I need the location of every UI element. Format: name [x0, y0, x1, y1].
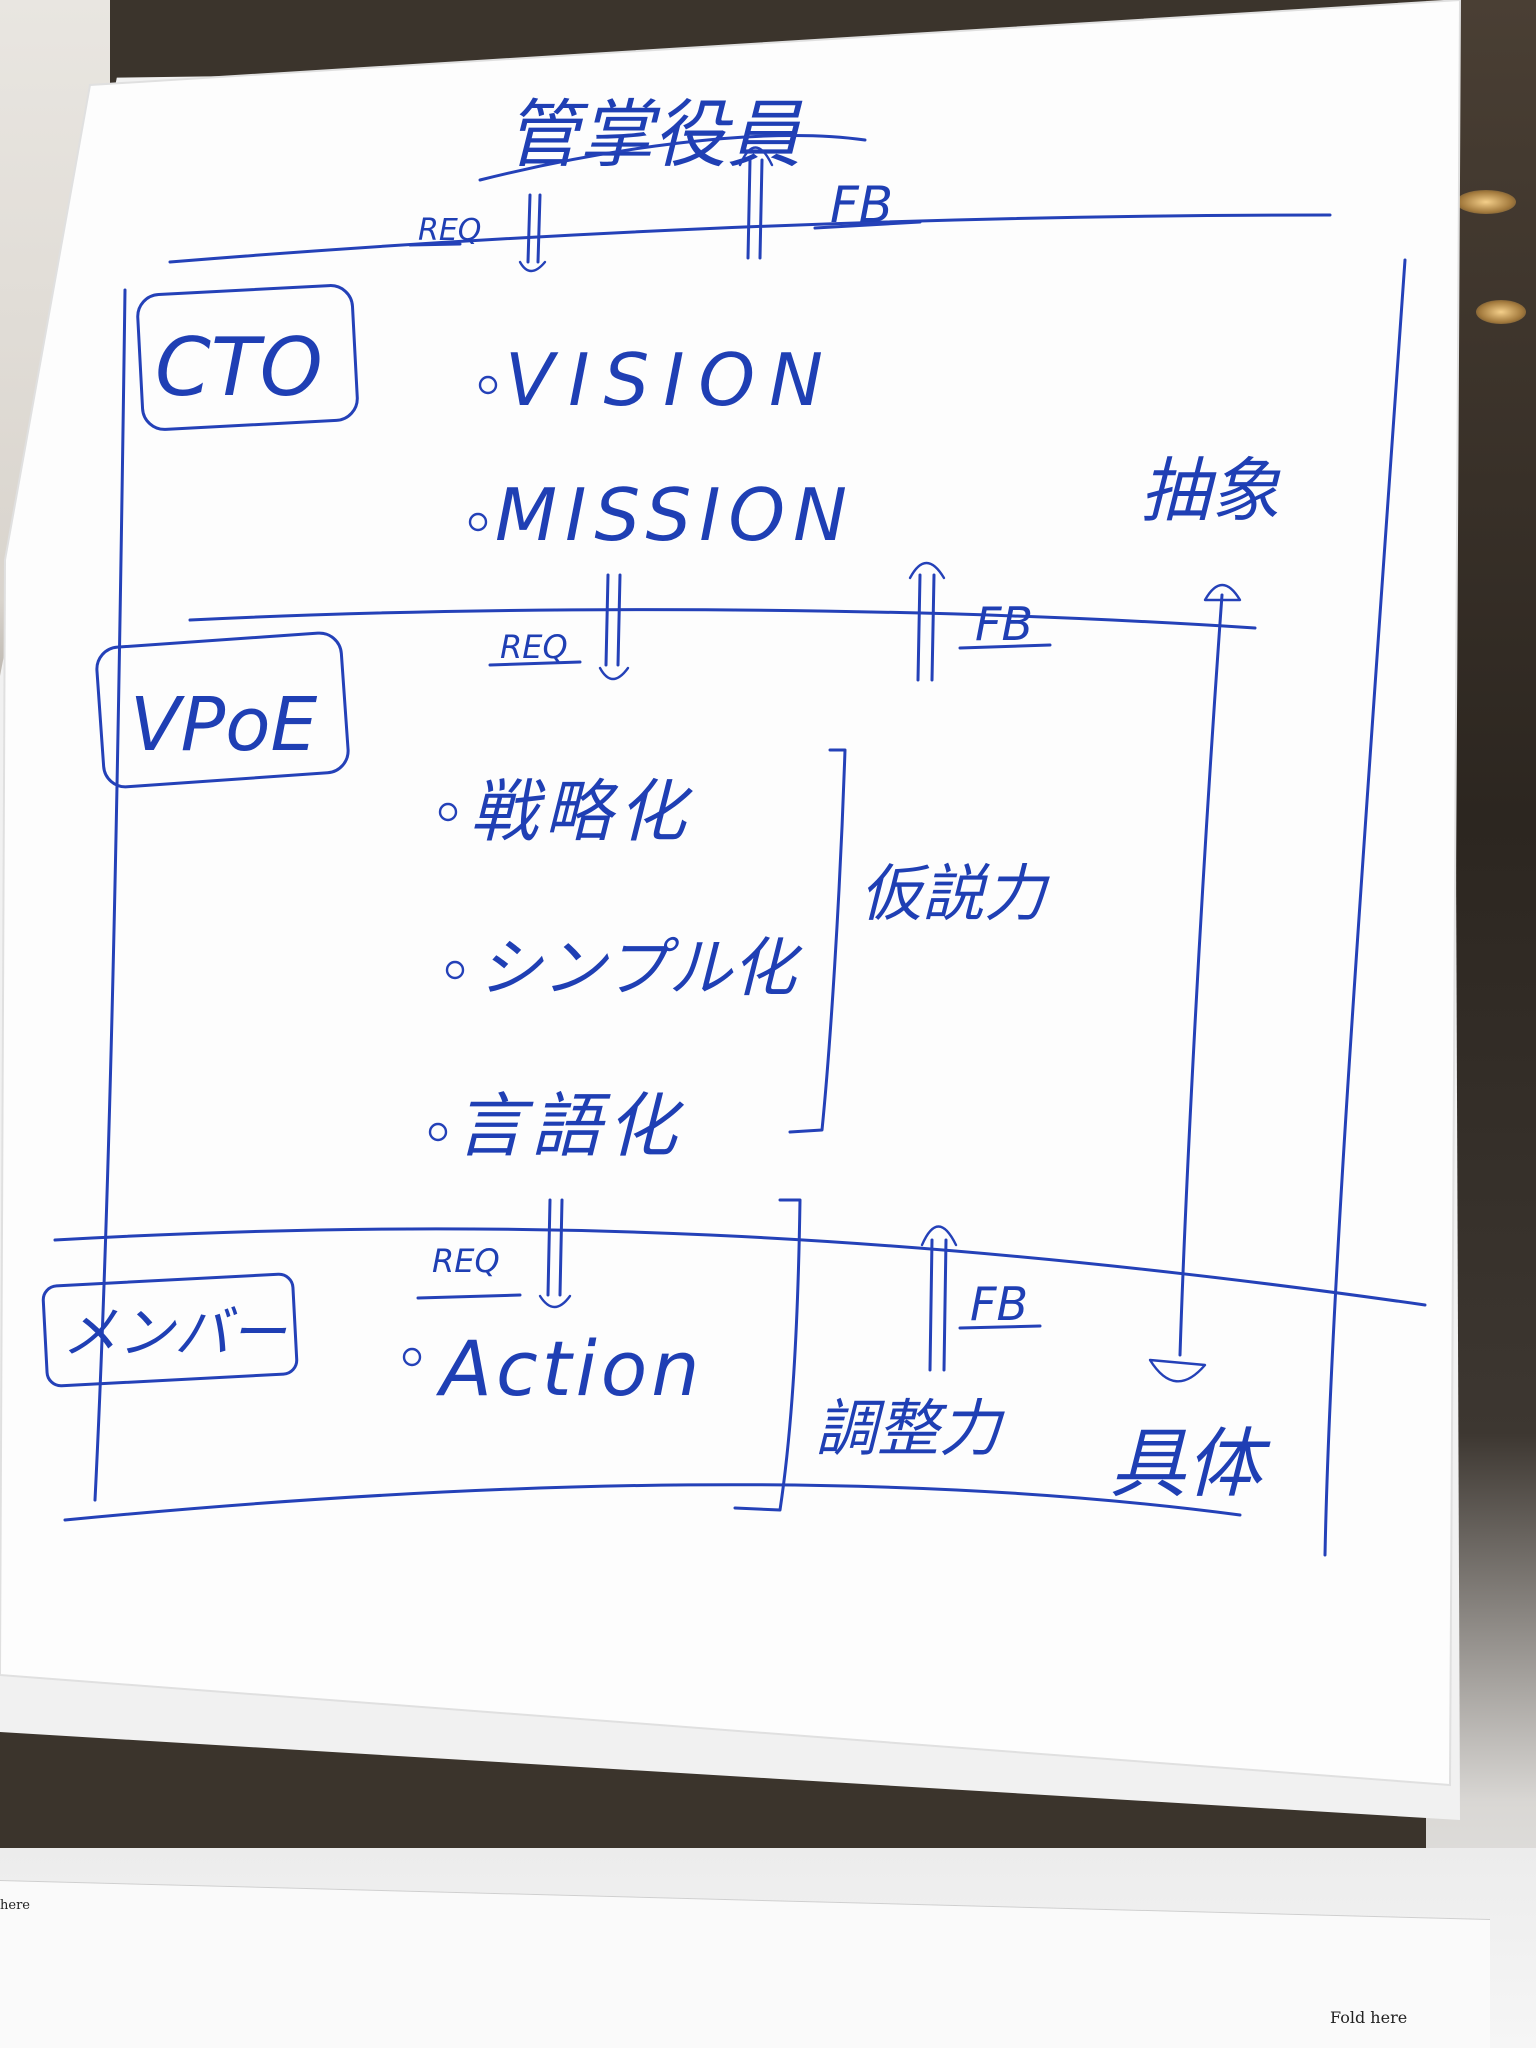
vpoe-box: [95, 631, 350, 789]
fb-arrow-bottom: [928, 1238, 948, 1372]
axis-bottom-label: 具体: [1110, 1419, 1271, 1508]
fb-arrowhead-top: [738, 146, 774, 167]
fb-underline-middle: [958, 643, 1052, 650]
req-underline-top: [408, 242, 462, 247]
req-label-middle: REQ: [500, 628, 568, 666]
coordination-skill-label: 調整力: [815, 1392, 1005, 1465]
vpoe-item-strategy: 戦略化: [470, 773, 693, 852]
bullet-verbalize: [428, 1122, 448, 1142]
coordination-bracket: [733, 1198, 802, 1512]
req-underline-bottom: [416, 1293, 522, 1300]
req-underline-middle: [488, 660, 582, 667]
bullet-action: [402, 1347, 422, 1367]
title-underline: [478, 134, 867, 182]
req-label-bottom: REQ: [432, 1242, 500, 1280]
band-line-top: [168, 213, 1332, 264]
frame-left: [93, 288, 127, 1502]
fold-here-label: Fold here: [1330, 2008, 1408, 2027]
fb-arrowhead-middle: [908, 561, 946, 580]
band-line-middle: [188, 608, 1257, 630]
req-arrow-middle: [604, 573, 622, 667]
fb-label-middle: FB: [975, 597, 1033, 651]
band-line-bottom: [53, 1227, 1427, 1307]
req-arrow-bottom: [546, 1198, 564, 1297]
frame-right: [1323, 258, 1407, 1557]
cto-box: [136, 284, 359, 431]
axis-arrowhead-top: [1203, 583, 1242, 602]
axis-arrowhead-bottom: [1148, 1358, 1207, 1383]
hypothesis-skill-label: 仮説力: [860, 857, 1050, 930]
bullet-mission: [468, 512, 488, 532]
bullet-vision: [478, 375, 498, 395]
bullet-strategy: [438, 802, 458, 822]
cto-item-mission: MISSION: [495, 473, 855, 557]
member-box: [41, 1272, 299, 1388]
vpoe-label: VPoE: [130, 682, 318, 768]
paper-sheet: [0, 0, 1462, 1787]
member-item-action: Action: [435, 1324, 703, 1413]
axis-top-label: 抽象: [1140, 450, 1281, 532]
req-label-top: REQ: [418, 213, 481, 248]
fb-label-bottom: FB: [970, 1277, 1028, 1331]
req-arrowhead-bottom: [538, 1294, 572, 1309]
fb-arrowhead-bottom: [920, 1225, 958, 1247]
fb-underline-bottom: [958, 1324, 1042, 1330]
cto-item-vision: VISION: [505, 338, 837, 422]
cto-label: CTO: [155, 321, 323, 414]
hypothesis-bracket: [788, 748, 847, 1134]
ceiling-lamp: [1456, 190, 1516, 214]
fb-arrow-middle: [916, 573, 936, 682]
fb-arrow-top: [746, 158, 764, 260]
req-arrowhead-top: [518, 260, 547, 273]
ceiling-lamp: [1476, 300, 1526, 324]
member-label: メンバー: [62, 1301, 287, 1366]
vpoe-item-simplify: シンプル化: [478, 932, 803, 1006]
vpoe-item-verbalize: 言語化: [455, 1085, 685, 1167]
fold-here-label-left: here: [0, 1898, 30, 1913]
req-arrow-top: [526, 193, 542, 264]
abstract-concrete-axis: [1178, 593, 1224, 1357]
frame-bottom: [63, 1483, 1242, 1522]
req-arrowhead-middle: [598, 666, 630, 681]
bullet-simplify: [445, 960, 465, 980]
fb-underline-top: [813, 220, 922, 230]
